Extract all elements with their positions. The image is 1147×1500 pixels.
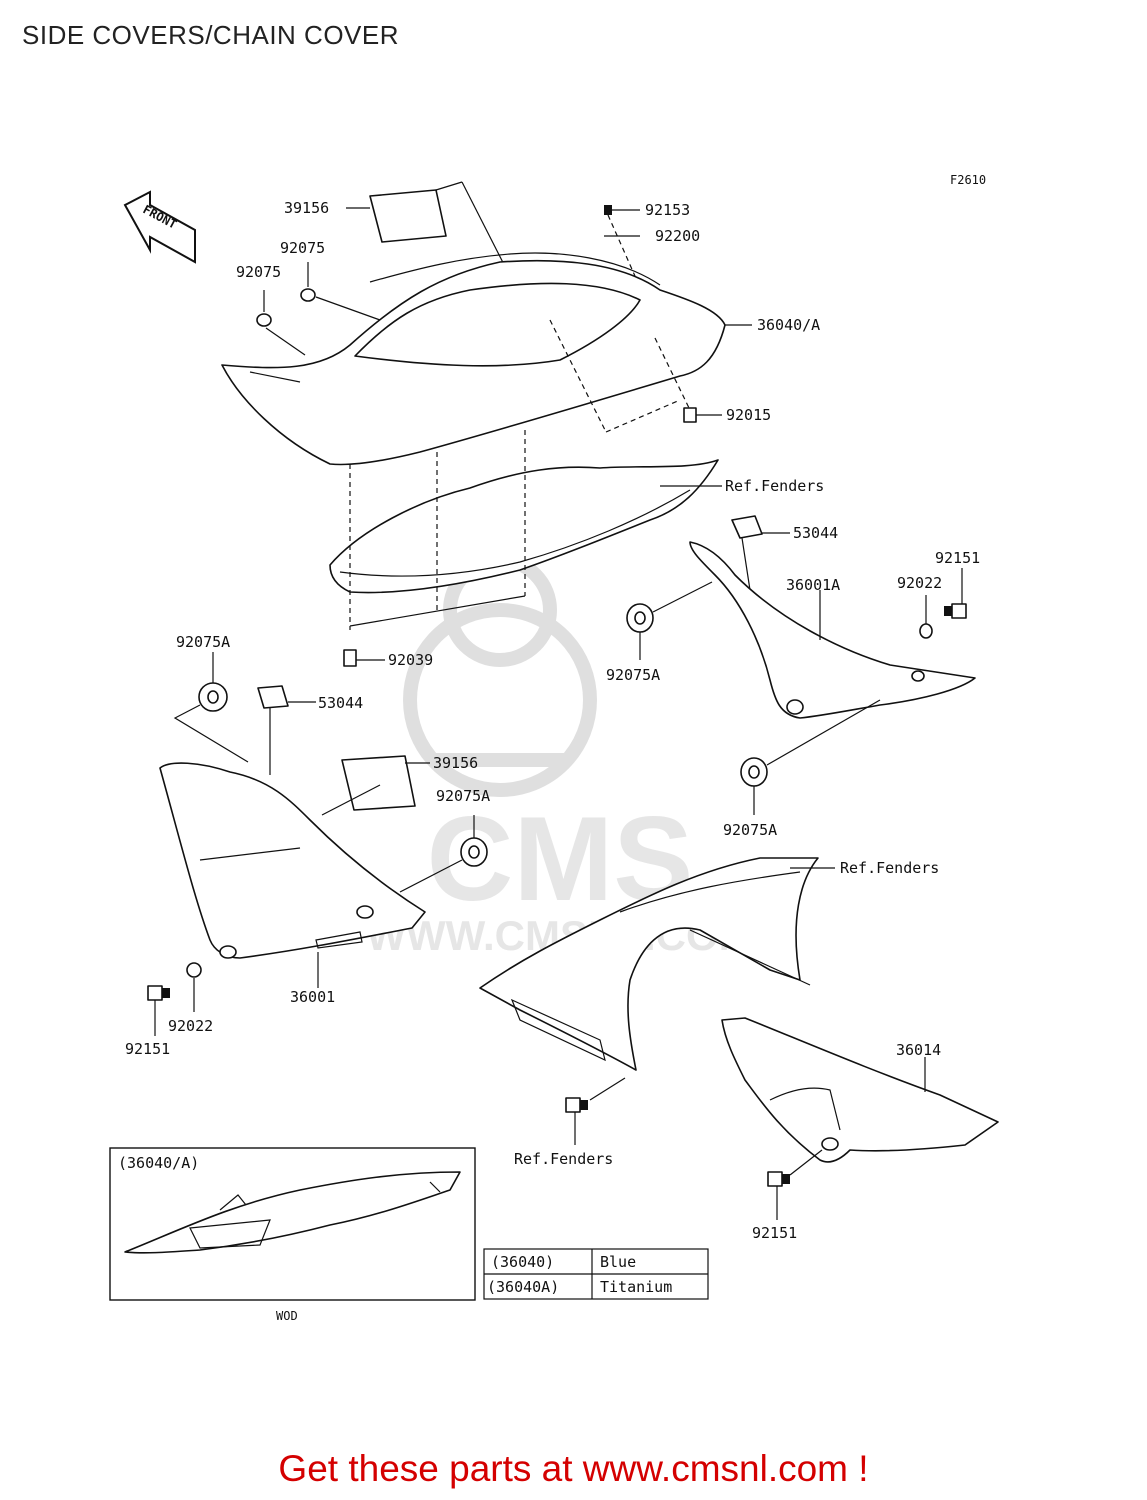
part-36001A-side-cover: [689, 541, 976, 719]
callout-92022-left: 92022: [168, 1017, 213, 1035]
callout-36001A: 36001A: [786, 576, 840, 594]
callout-92075A-lower-right: 92075A: [723, 821, 777, 839]
callout-92151-bottom: 92151: [752, 1224, 797, 1242]
callout-92151-right: 92151: [935, 549, 980, 567]
callout-92039: 92039: [388, 651, 433, 669]
part-ref-fenders-screw: [565, 1077, 626, 1145]
part-ref-fenders-lower: [479, 857, 835, 1071]
page-title: SIDE COVERS/CHAIN COVER: [22, 20, 400, 50]
part-ref-fenders-upper: [329, 430, 722, 630]
color-table: [483, 1248, 709, 1300]
callout-92075A-left: 92075A: [176, 633, 230, 651]
callout-53044-right: 53044: [793, 524, 838, 542]
callout-92075A-mid: 92075A: [436, 787, 490, 805]
inset-label: (36040/A): [118, 1154, 199, 1172]
color-table-row-2-color: Titanium: [600, 1278, 672, 1296]
part-92151-screw-bottom: [767, 1149, 823, 1220]
part-92022-92151-left: [147, 962, 202, 1036]
part-39156-sticker-mid: [321, 755, 430, 816]
callout-92075-b: 92075: [236, 263, 281, 281]
callout-36001: 36001: [290, 988, 335, 1006]
callout-39156-mid: 39156: [433, 754, 478, 772]
callout-39156-top: 39156: [284, 199, 329, 217]
part-92039-bolt: [343, 649, 385, 667]
part-53044-spacer-right: [731, 515, 790, 591]
callout-ref-fenders-1: Ref.Fenders: [725, 477, 824, 495]
part-92075-grommets: [256, 262, 381, 356]
callout-36040A: 36040/A: [757, 316, 820, 334]
inset-box-36040A: [109, 1147, 476, 1301]
part-92075A-grommet-mid: [399, 815, 488, 893]
callout-92151-left: 92151: [125, 1040, 170, 1058]
part-36001-side-cover: [159, 762, 426, 988]
part-53044-spacer-left: [257, 685, 316, 775]
part-36014-chain-cover: [721, 1017, 999, 1163]
inset-caption: WOD: [276, 1309, 298, 1323]
callout-ref-fenders-2: Ref.Fenders: [840, 859, 939, 877]
part-92022-92151-right: [919, 568, 967, 639]
callout-92153: 92153: [645, 201, 690, 219]
color-table-row-1-color: Blue: [600, 1253, 636, 1271]
callout-53044-left: 53044: [318, 694, 363, 712]
part-92153-screw: [604, 205, 651, 311]
part-92075A-grommet-left: [173, 652, 249, 763]
part-36040A-seat-cowl: [221, 252, 752, 466]
figure-code: F2610: [950, 173, 986, 187]
color-table-row-2-part: (36040A): [487, 1278, 559, 1296]
part-92015-clip: [683, 407, 722, 423]
front-arrow-icon: FRONT: [123, 190, 196, 264]
callout-36014: 36014: [896, 1041, 941, 1059]
parts-diagram: CMS WWW.CMSNL.COM F2610 FRONT 39156 9215…: [109, 173, 999, 1323]
footer-link[interactable]: Get these parts at www.cmsnl.com !: [278, 1448, 869, 1489]
callout-92075-a: 92075: [280, 239, 325, 257]
callout-ref-fenders-3: Ref.Fenders: [514, 1150, 613, 1168]
part-92075A-grommet-right: [626, 581, 713, 660]
callout-92200: 92200: [655, 227, 700, 245]
callout-92022-right: 92022: [897, 574, 942, 592]
color-table-row-1-part: (36040): [491, 1253, 554, 1271]
part-92075A-grommet-lower-right: [740, 699, 881, 815]
callout-92015: 92015: [726, 406, 771, 424]
callout-92075A-mid-right: 92075A: [606, 666, 660, 684]
